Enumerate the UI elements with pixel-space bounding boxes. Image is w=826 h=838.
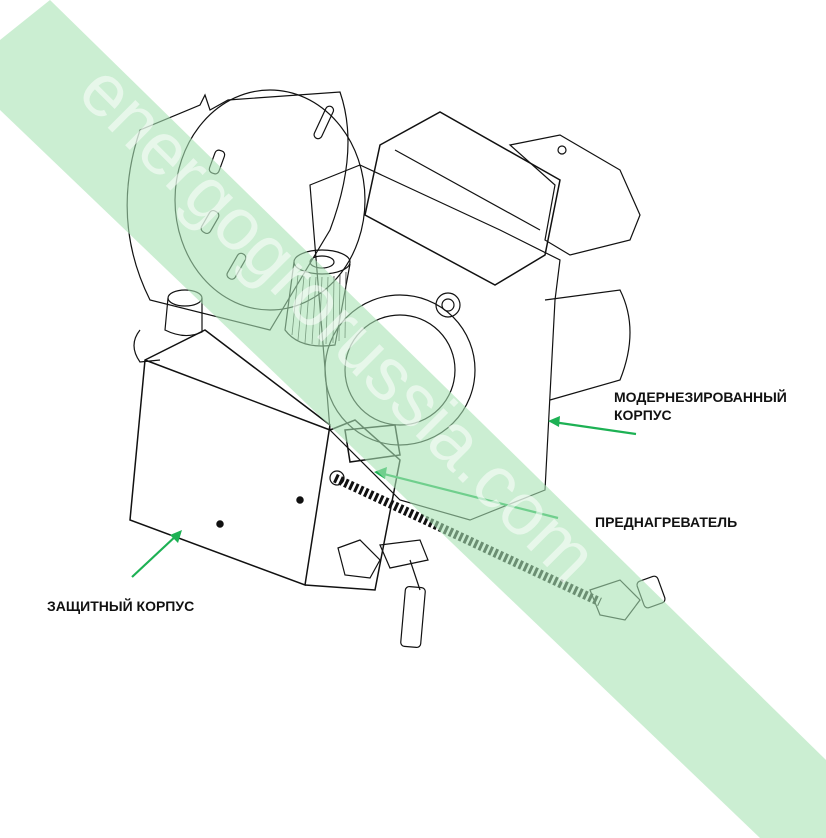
- motor-cover: [364, 111, 641, 286]
- label-preheater: ПРЕДНАГРЕВАТЕЛЬ: [595, 514, 738, 530]
- label-line: КОРПУС: [614, 407, 672, 423]
- oil-filter: [284, 249, 351, 347]
- flange: [126, 89, 366, 331]
- arrow-protective-housing: [131, 533, 179, 578]
- main-body: [309, 164, 631, 521]
- photocell: [133, 289, 203, 363]
- label-protective-housing: ЗАЩИТНЫЙ КОРПУС: [47, 598, 195, 614]
- protective-housing: [129, 329, 401, 591]
- label-modernized-housing: МОДЕРНЕЗИРОВАННЫЙ КОРПУС: [614, 388, 787, 424]
- valve: [337, 539, 429, 649]
- label-line: МОДЕРНЕЗИРОВАННЫЙ: [614, 389, 787, 405]
